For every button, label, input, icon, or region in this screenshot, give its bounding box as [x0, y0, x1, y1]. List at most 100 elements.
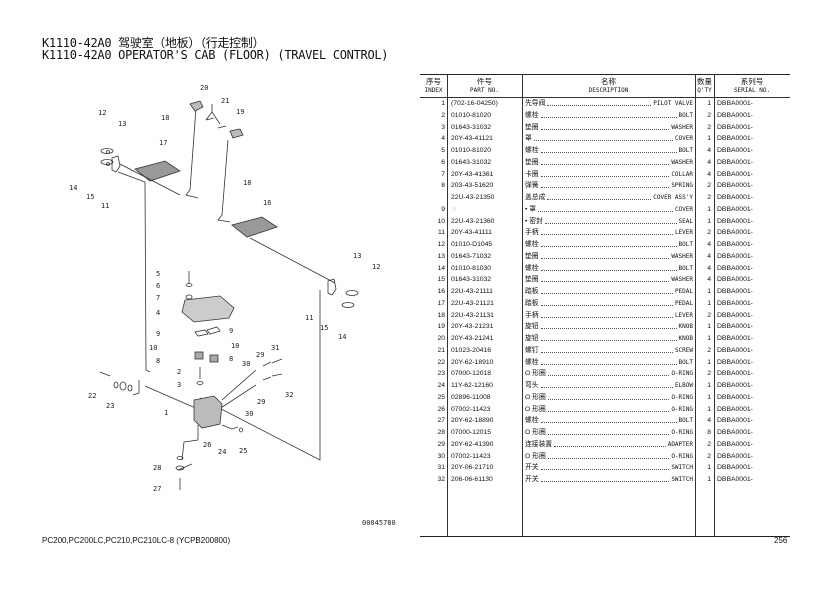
- cover-9-left: [194, 329, 209, 337]
- callout-29: 29: [256, 351, 264, 359]
- description-en: COVER ASS'Y: [653, 194, 693, 201]
- row-qty: 1: [707, 464, 711, 472]
- row-qty: 1: [707, 100, 711, 107]
- row-serial: DBBA0001-: [717, 382, 753, 389]
- dot-leader: [547, 392, 670, 400]
- callout-9: 9: [229, 327, 233, 335]
- description-cn: 罩: [525, 135, 532, 143]
- row-part-no: 07002-11423: [451, 452, 491, 460]
- row-index: 14: [437, 264, 445, 272]
- row-qty: 4: [707, 417, 711, 425]
- row-qty: 1: [707, 476, 711, 483]
- row-qty: 1: [707, 205, 711, 213]
- row-serial: DBBA0001-: [717, 464, 753, 472]
- page-number: 256: [774, 536, 788, 545]
- callout-18: 18: [161, 114, 169, 122]
- description-cn: 垫圈: [525, 123, 539, 131]
- row-index: 31: [437, 464, 445, 472]
- description-en: LEVER: [674, 229, 693, 237]
- callout-7: 7: [156, 294, 160, 302]
- row-index: 15: [437, 276, 445, 284]
- description-cn: 螺钉: [525, 346, 539, 354]
- row-part-no: 01010-81030: [451, 264, 492, 272]
- callout-24: 24: [218, 448, 226, 456]
- cover-4: [181, 295, 235, 323]
- row-qty: 1: [707, 217, 711, 225]
- bracket-left: [111, 155, 121, 173]
- row-part-no: (702-16-04250): [451, 100, 498, 107]
- bolt-22: [99, 371, 111, 377]
- row-serial: DBBA0001-: [717, 476, 753, 483]
- header-qty-en: Q'TY: [697, 87, 712, 94]
- description-cn: O 形圈: [525, 405, 546, 413]
- description-cn: 螺栓: [525, 111, 539, 119]
- description-cn: 手柄: [525, 229, 539, 237]
- row-description: 螺栓 BOLT: [525, 110, 693, 122]
- row-part-no: 22U-43-21121: [451, 299, 494, 307]
- description-en: KNOB: [678, 323, 693, 331]
- row-serial: DBBA0001-: [717, 405, 753, 413]
- description-en: PILOT VALVE: [653, 100, 693, 107]
- callout-8: 8: [156, 357, 160, 365]
- bolt-12-right: [345, 290, 359, 296]
- title-cn: K1110-42A0 驾驶室（地板）（行走控制）: [42, 36, 265, 50]
- callout-11: 11: [305, 314, 313, 322]
- row-index: 30: [437, 452, 445, 460]
- description-en: LEVER: [674, 311, 693, 319]
- row-qty: 4: [707, 276, 711, 284]
- row-qty: 1: [707, 299, 711, 307]
- description-cn: 垫圈: [525, 158, 539, 166]
- description-en: BOLT: [678, 111, 693, 119]
- row-part-no: 01643-31032: [451, 276, 492, 284]
- row-index: 25: [437, 393, 445, 401]
- row-index: 13: [437, 252, 445, 260]
- description-en: O-RING: [671, 405, 693, 413]
- dot-leader: [540, 239, 677, 247]
- callout-4: 4: [156, 309, 160, 317]
- description-en: O-RING: [671, 452, 693, 460]
- row-serial: DBBA0001-: [717, 217, 753, 225]
- row-serial: DBBA0001-: [717, 393, 753, 401]
- description-cn: 开关: [525, 464, 539, 472]
- description-en: SCREW: [674, 346, 693, 354]
- row-qty: 1: [707, 323, 711, 331]
- callout-12: 12: [98, 109, 106, 117]
- description-cn: 弹簧: [525, 182, 539, 190]
- row-qty: 4: [707, 264, 711, 272]
- callout-10: 10: [231, 342, 239, 350]
- description-en: SWITCH: [671, 476, 693, 483]
- description-cn: 螺栓: [525, 147, 539, 154]
- callout-18: 18: [243, 179, 251, 187]
- dot-leader: [540, 474, 670, 482]
- description-en: COVER: [674, 205, 693, 213]
- row-index: 17: [437, 299, 445, 307]
- row-qty: 1: [707, 288, 711, 295]
- row-qty: 1: [707, 358, 711, 366]
- row-index: 22: [437, 358, 445, 366]
- header-index-cn: 序号: [426, 77, 441, 86]
- row-qty: 1: [707, 135, 711, 143]
- row-description: 螺钉 SCREW: [525, 345, 693, 357]
- callout-23: 23: [106, 402, 114, 410]
- row-serial: DBBA0001-: [717, 358, 753, 366]
- row-index: 6: [441, 158, 445, 166]
